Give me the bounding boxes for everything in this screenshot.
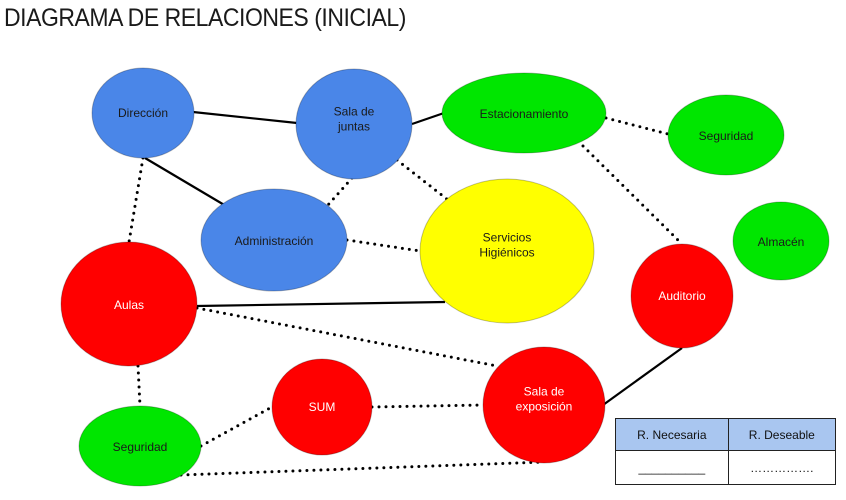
legend-necesaria-sample: __________ <box>615 450 729 485</box>
edge-sala-juntas-servicios-deseable <box>395 158 450 202</box>
node-direccion: Dirección <box>91 67 195 159</box>
node-label-auditorio: Auditorio <box>658 289 706 303</box>
node-shape-auditorio <box>630 243 734 349</box>
node-label-sala-juntas: Sala de <box>334 105 375 119</box>
node-estacionamiento: Estacionamiento <box>441 72 607 154</box>
node-label-estacionamiento: Estacionamiento <box>480 107 569 121</box>
edge-estacionamiento-seguridad-top-deseable <box>604 116 670 136</box>
legend-table: R. Necesaria R. Deseable __________ …………… <box>615 418 837 485</box>
node-label-administracion: Administración <box>235 234 314 248</box>
edge-direccion-administracion-necesaria <box>144 157 227 207</box>
node-shape-almacen <box>732 201 830 281</box>
legend-necesaria-header: R. Necesaria <box>615 418 729 451</box>
node-seguridad-top: Seguridad <box>667 94 785 176</box>
edge-auditorio-sala-exposicion-necesaria <box>602 347 683 406</box>
edge-direccion-aulas-deseable <box>127 156 145 244</box>
edge-direccion-sala-juntas-necesaria <box>192 110 298 125</box>
node-shape-seguridad-top <box>667 94 785 176</box>
edge-sala-juntas-administracion-deseable <box>326 176 354 207</box>
node-label-servicios: Higiénicos <box>479 246 534 260</box>
node-shape-aulas <box>60 241 198 367</box>
node-shape-sala-juntas <box>295 68 413 180</box>
node-label-servicios: Servicios <box>483 231 532 245</box>
node-administracion: Administración <box>200 188 348 292</box>
edge-estacionamiento-auditorio-deseable <box>581 144 684 246</box>
node-label-seguridad-bottom: Seguridad <box>113 440 168 454</box>
node-auditorio: Auditorio <box>630 243 734 349</box>
node-shape-direccion <box>91 67 195 159</box>
node-label-direccion: Dirección <box>118 106 168 120</box>
node-shape-seguridad-bottom <box>78 405 202 487</box>
node-label-sum: SUM <box>309 400 336 414</box>
edge-sum-sala-exposicion-deseable <box>370 403 485 409</box>
edge-seguridad-bottom-sala-exposicion-deseable <box>179 460 546 477</box>
edges-layer <box>127 110 684 477</box>
node-shape-administracion <box>200 188 348 292</box>
node-shape-servicios <box>419 178 595 324</box>
node-shape-sala-exposicion <box>482 346 606 464</box>
node-label-aulas: Aulas <box>114 298 144 312</box>
node-almacen: Almacén <box>732 201 830 281</box>
node-shape-sum <box>271 358 373 456</box>
node-label-sala-juntas: juntas <box>337 120 370 134</box>
node-label-sala-exposicion: Sala de <box>524 385 565 399</box>
edge-administracion-servicios-deseable <box>345 238 422 253</box>
node-aulas: Aulas <box>60 241 198 367</box>
page-title: DIAGRAMA DE RELACIONES (INICIAL) <box>4 4 406 32</box>
edge-aulas-sala-exposicion-deseable <box>195 306 499 368</box>
node-seguridad-bottom: Seguridad <box>78 405 202 487</box>
edge-seguridad-bottom-sum-deseable <box>199 405 274 448</box>
edge-aulas-servicios-necesaria <box>196 300 446 308</box>
node-label-almacen: Almacén <box>758 235 805 249</box>
edge-aulas-seguridad-bottom-deseable <box>136 364 142 408</box>
legend-deseable-header: R. Deseable <box>727 418 837 451</box>
node-label-seguridad-top: Seguridad <box>699 129 754 143</box>
node-shape-estacionamiento <box>441 72 607 154</box>
edge-sala-juntas-estacionamiento-necesaria <box>411 111 445 126</box>
node-label-sala-exposicion: exposición <box>516 400 573 414</box>
node-sum: SUM <box>271 358 373 456</box>
legend-deseable-sample: ……………. <box>727 450 837 485</box>
